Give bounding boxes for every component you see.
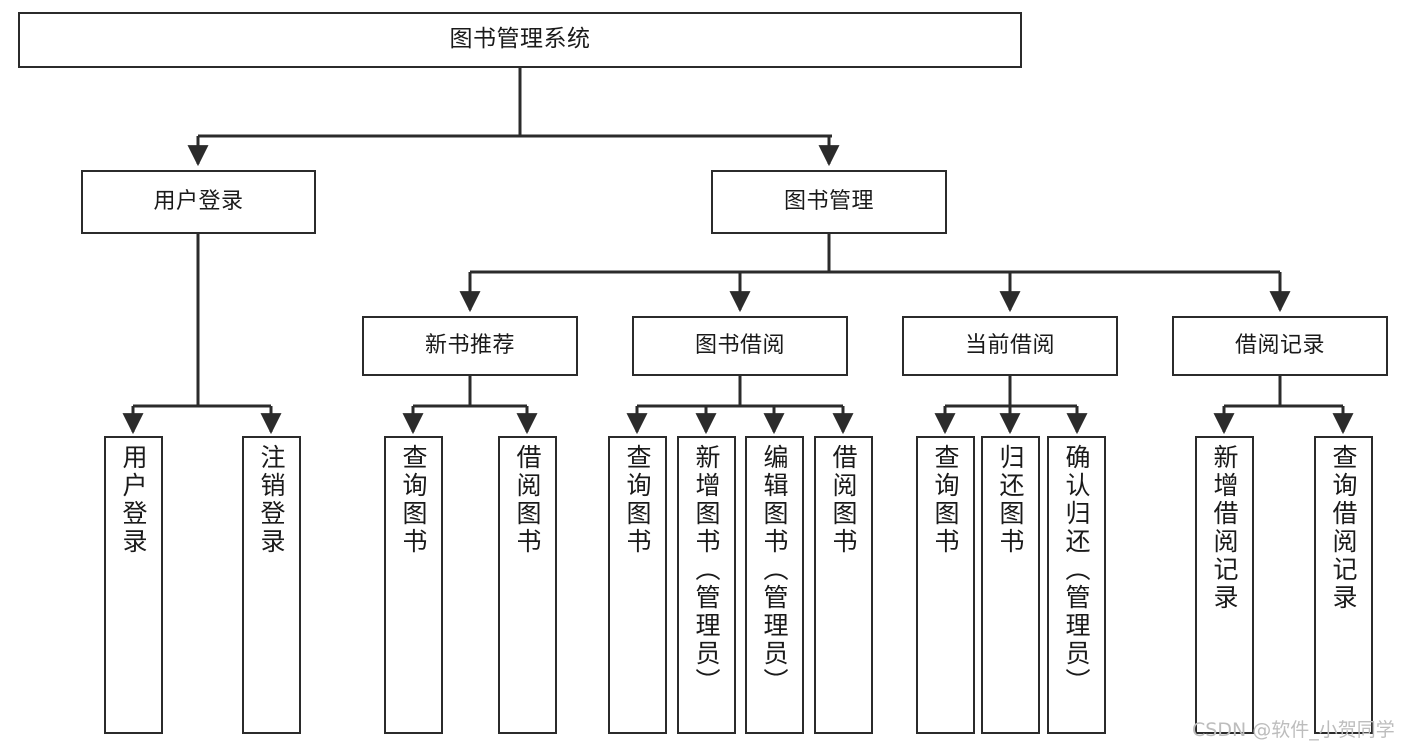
leaf-record-query-record[interactable]: 查询借阅记录 [1314, 436, 1373, 734]
node-label: 用户登录 [153, 189, 244, 215]
node-label: 借阅图书 [829, 444, 858, 556]
node-label: 图书管理 [783, 189, 874, 215]
node-label: 新增借阅记录 [1210, 444, 1239, 612]
node-label: 图书管理系统 [449, 26, 591, 53]
leaf-user-login-login[interactable]: 用户登录 [104, 436, 163, 734]
leaf-new-book-borrow[interactable]: 借阅图书 [498, 436, 557, 734]
leaf-current-confirm-return-admin[interactable]: 确认归还（管理员） [1047, 436, 1106, 734]
node-label: 编辑图书（管理员） [760, 444, 789, 696]
node-book-management[interactable]: 图书管理 [711, 170, 947, 234]
leaf-current-query-book[interactable]: 查询图书 [916, 436, 975, 734]
node-label: 新书推荐 [424, 333, 515, 359]
node-label: 借阅图书 [513, 444, 542, 556]
node-label: 查询借阅记录 [1329, 444, 1358, 612]
node-label: 图书借阅 [694, 333, 785, 359]
node-current-borrow[interactable]: 当前借阅 [902, 316, 1118, 376]
node-book-borrow[interactable]: 图书借阅 [632, 316, 848, 376]
node-label: 确认归还（管理员） [1062, 444, 1091, 696]
csdn-watermark: CSDN @软件_小贺同学 [1192, 719, 1395, 741]
leaf-borrow-query-book[interactable]: 查询图书 [608, 436, 667, 734]
node-label: 查询图书 [399, 444, 428, 556]
node-label: 查询图书 [623, 444, 652, 556]
node-new-book-recommend[interactable]: 新书推荐 [362, 316, 578, 376]
node-root-system[interactable]: 图书管理系统 [18, 12, 1022, 68]
node-label: 当前借阅 [964, 333, 1055, 359]
node-label: 借阅记录 [1234, 333, 1325, 359]
leaf-new-book-query[interactable]: 查询图书 [384, 436, 443, 734]
node-user-login[interactable]: 用户登录 [81, 170, 316, 234]
leaf-record-add-record[interactable]: 新增借阅记录 [1195, 436, 1254, 734]
node-label: 注销登录 [257, 444, 286, 556]
node-label: 归还图书 [996, 444, 1025, 556]
leaf-user-login-logout[interactable]: 注销登录 [242, 436, 301, 734]
leaf-borrow-borrow-book[interactable]: 借阅图书 [814, 436, 873, 734]
leaf-current-return-book[interactable]: 归还图书 [981, 436, 1040, 734]
leaf-borrow-edit-book-admin[interactable]: 编辑图书（管理员） [745, 436, 804, 734]
leaf-borrow-add-book-admin[interactable]: 新增图书（管理员） [677, 436, 736, 734]
node-borrow-record[interactable]: 借阅记录 [1172, 316, 1388, 376]
node-label: 查询图书 [931, 444, 960, 556]
node-label: 新增图书（管理员） [692, 444, 721, 696]
node-label: 用户登录 [119, 444, 148, 556]
